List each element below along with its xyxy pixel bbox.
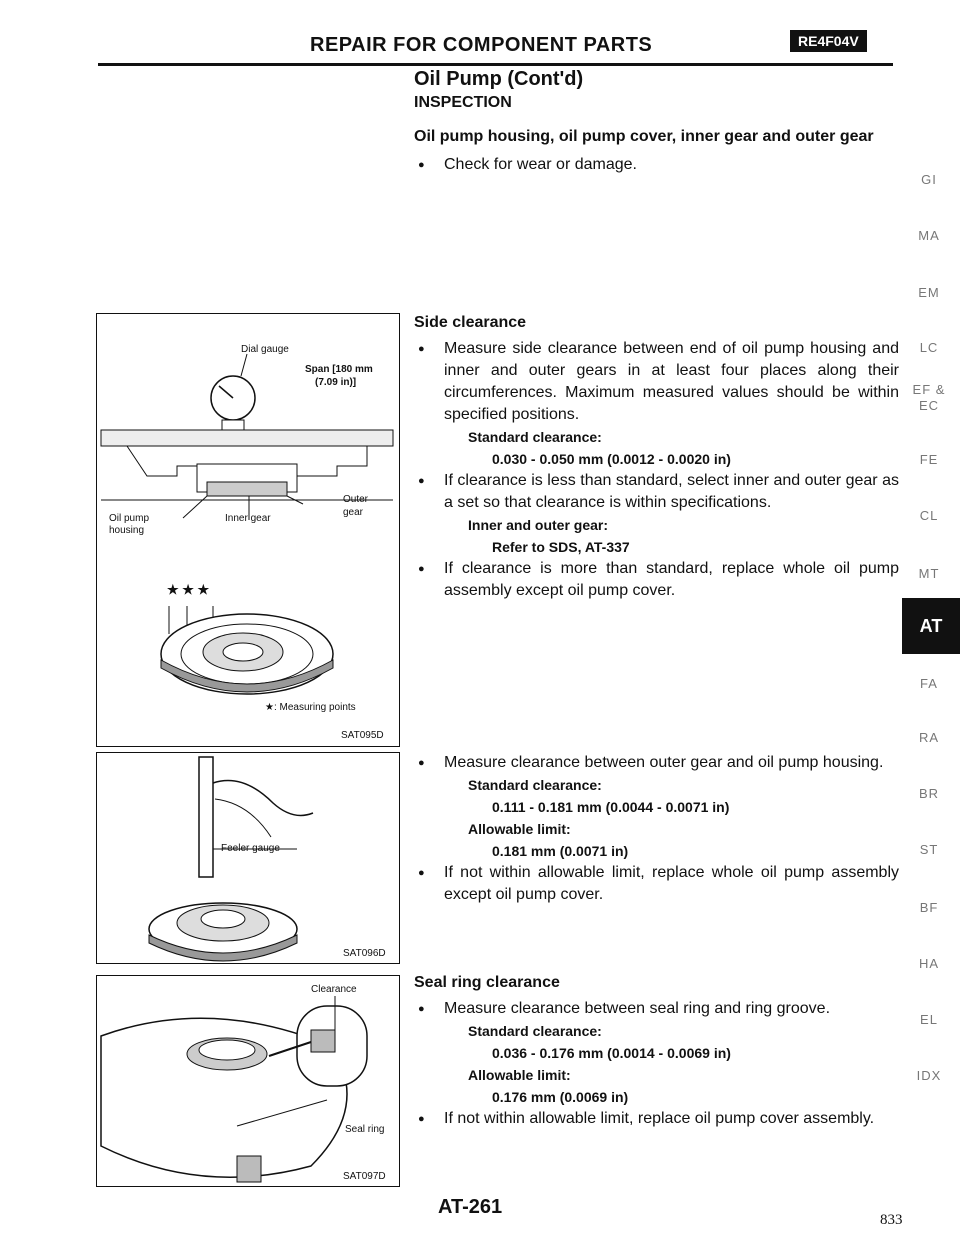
side-clearance-bullet-1: Measure side clearance between end of oi…	[414, 338, 899, 426]
sidebar-item-br[interactable]: BR	[918, 786, 940, 801]
page-number: 833	[880, 1212, 903, 1228]
side-clearance-std-value: 0.030 - 0.050 mm (0.0012 - 0.0020 in)	[492, 451, 731, 467]
fig1-inner-label: Inner gear	[225, 513, 271, 524]
page-header-title: REPAIR FOR COMPONENT PARTS	[310, 34, 653, 56]
fig3-code: SAT097D	[343, 1171, 386, 1182]
figure-seal-ring-drawing	[100, 996, 368, 1183]
seal-ring-lim-label: Allowable limit:	[468, 1067, 571, 1083]
sidebar-item-st[interactable]: ST	[919, 842, 939, 857]
gear-value: Refer to SDS, AT-337	[492, 539, 630, 555]
sidebar-item-em[interactable]: EM	[918, 285, 940, 300]
seal-ring-bullet-2: If not within allowable limit, replace o…	[414, 1108, 899, 1130]
seal-ring-std-label: Standard clearance:	[468, 1023, 602, 1039]
fig1-outer-label: Outer	[343, 494, 369, 505]
fig1-dial-label: Dial gauge	[241, 344, 289, 355]
gear-label: Inner and outer gear:	[468, 517, 609, 533]
figure-outer-gear-drawing	[148, 756, 314, 962]
side-clearance-std-label: Standard clearance:	[468, 429, 602, 445]
sidebar-item-ha[interactable]: HA	[918, 956, 940, 971]
seal-ring-bullet-1: Measure clearance between seal ring and …	[414, 998, 899, 1020]
fig1-pump-label: Oil pump	[109, 513, 150, 524]
fig1-measuring-points: ★: Measuring points	[265, 702, 356, 713]
fig3-clearance-label: Clearance	[311, 984, 357, 995]
text-top: Oil Pump (Cont'd) INSPECTION Oil pump ho…	[414, 68, 899, 176]
seal-ring-block: Seal ring clearance Measure clearance be…	[414, 972, 899, 1130]
sidebar-item-fe[interactable]: FE	[919, 452, 939, 467]
fig3-seal-label: Seal ring	[345, 1124, 385, 1135]
section-title: Oil Pump (Cont'd)	[414, 68, 584, 90]
fig1-stars: ★ ★ ★	[167, 582, 210, 597]
sidebar-item-cl[interactable]: CL	[919, 508, 939, 523]
side-clearance-heading: Side clearance	[414, 314, 527, 331]
fig1-code: SAT095D	[341, 730, 384, 741]
figure-seal-ring-clearance: Clearance Seal ring SAT097D	[96, 975, 400, 1187]
subsection-title: INSPECTION	[414, 94, 512, 111]
figure-outer-gear-clearance: Feeler gauge SAT096D	[96, 752, 400, 964]
figure-side-clearance-drawing	[100, 353, 394, 695]
outer-gear-std-value: 0.111 - 0.181 mm (0.0044 - 0.0071 in)	[492, 799, 730, 815]
outer-gear-bullet-2: If not within allowable limit, replace w…	[414, 862, 899, 906]
outer-gear-block: Measure clearance between outer gear and…	[414, 752, 899, 906]
sidebar-tab-at[interactable]: AT	[902, 598, 960, 654]
page-ref: AT-261	[438, 1196, 503, 1218]
sidebar-item-ma[interactable]: MA	[918, 228, 940, 243]
side-clearance-bullet-3: If clearance is more than standard, repl…	[414, 558, 899, 602]
sidebar-item-lc[interactable]: LC	[919, 340, 939, 355]
outer-gear-lim-value: 0.181 mm (0.0071 in)	[492, 843, 629, 859]
sidebar-item-fa[interactable]: FA	[920, 676, 938, 691]
side-clearance-block: Side clearance Measure side clearance be…	[414, 312, 899, 602]
model-badge: RE4F04V	[790, 30, 867, 52]
seal-ring-heading: Seal ring clearance	[414, 974, 560, 991]
sidebar-item-ef[interactable]: EF &	[912, 382, 946, 397]
sidebar-item-idx[interactable]: IDX	[916, 1068, 942, 1083]
outer-gear-std-label: Standard clearance:	[468, 777, 602, 793]
side-clearance-bullet-2: If clearance is less than standard, sele…	[414, 470, 899, 514]
fig1-outer-label-2: gear	[343, 507, 364, 518]
seal-ring-std-value: 0.036 - 0.176 mm (0.0014 - 0.0069 in)	[492, 1045, 731, 1061]
outer-gear-bullet-1: Measure clearance between outer gear and…	[414, 752, 899, 774]
fig1-span-label: Span [180 mm	[305, 364, 373, 375]
seal-ring-lim-value: 0.176 mm (0.0069 in)	[492, 1089, 629, 1105]
sidebar-item-ra[interactable]: RA	[918, 730, 940, 745]
sidebar-item-ec[interactable]: EC	[918, 398, 940, 413]
fig2-code: SAT096D	[343, 948, 386, 959]
fig1-pump-label-2: housing	[109, 525, 145, 536]
sidebar-item-el[interactable]: EL	[920, 1012, 938, 1027]
fig1-span-label-2: (7.09 in)]	[315, 377, 357, 388]
sidebar-item-bf[interactable]: BF	[919, 900, 939, 915]
figure-side-clearance: Dial gauge Span [180 mm (7.09 in)] Outer…	[96, 313, 400, 747]
sidebar-item-gi[interactable]: GI	[921, 172, 937, 187]
sidebar-item-mt[interactable]: MT	[918, 566, 940, 581]
outer-gear-lim-label: Allowable limit:	[468, 821, 571, 837]
fig2-feeler-label: Feeler gauge	[221, 843, 280, 854]
housing-bullet: Check for wear or damage.	[414, 154, 899, 176]
housing-heading: Oil pump housing, oil pump cover, inner …	[414, 128, 874, 145]
header-rule	[98, 63, 893, 66]
